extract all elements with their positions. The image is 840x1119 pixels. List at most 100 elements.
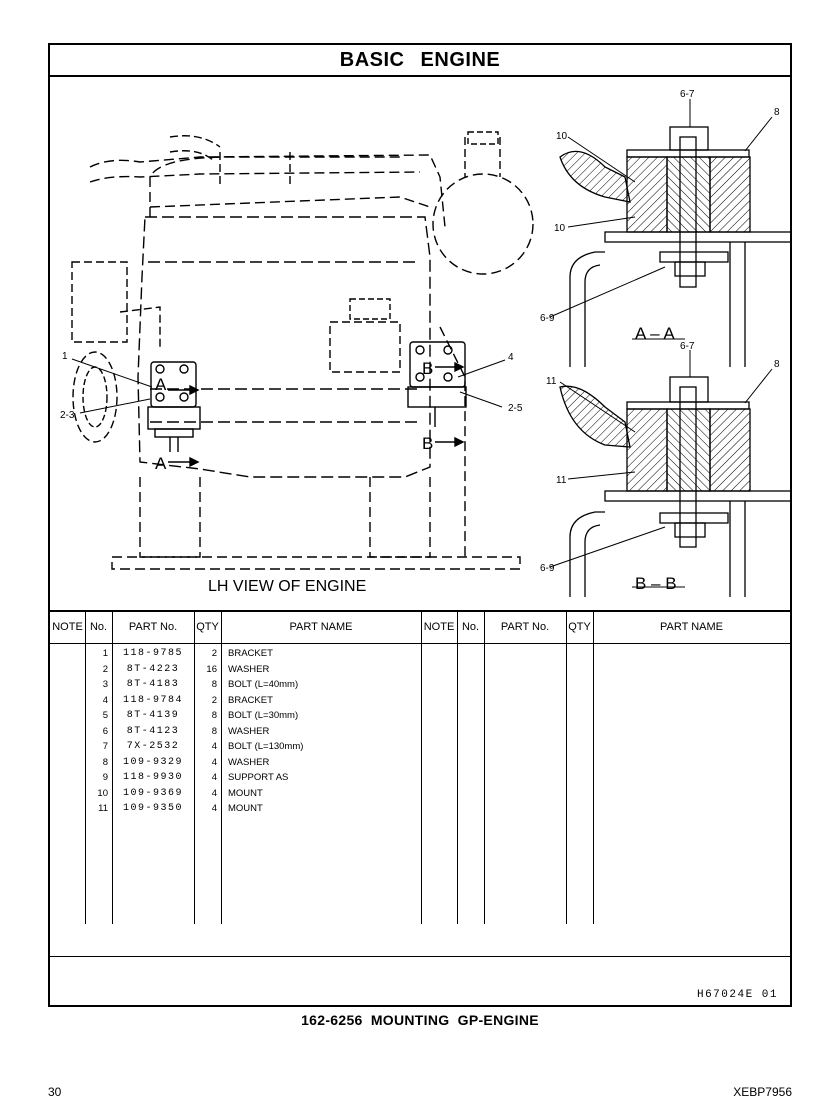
row-part-number: 109-9329 bbox=[122, 756, 183, 768]
table-footer: H67024E 01 bbox=[50, 956, 790, 1007]
document-id: XEBP7956 bbox=[733, 1085, 792, 1099]
view-marker-a-lower: A bbox=[155, 454, 167, 473]
table-row: 8 109-9329 4 WASHER bbox=[50, 755, 790, 771]
callout-aa-8: 8 bbox=[774, 107, 780, 118]
table-row: 2 8T-4223 16 WASHER bbox=[50, 662, 790, 678]
row-quantity: 8 bbox=[211, 679, 217, 690]
row-part-number: 7X-2532 bbox=[126, 741, 180, 752]
table-row: 3 8T-4183 8 BOLT (L=40mm) bbox=[50, 677, 790, 693]
row-part-number: 8T-4183 bbox=[126, 679, 180, 690]
group-caption: 162-6256 MOUNTING GP-ENGINE bbox=[301, 1012, 539, 1028]
row-part-name: WASHER bbox=[228, 725, 270, 737]
column-divider bbox=[593, 612, 594, 924]
row-part-name: BRACKET bbox=[228, 648, 273, 659]
row-part-name: WASHER bbox=[228, 756, 270, 768]
table-header: NOTE No. PART No. QTY PART NAME NOTE No.… bbox=[50, 612, 790, 644]
row-part-name: WASHER bbox=[228, 663, 270, 675]
row-item-number: 9 bbox=[102, 772, 108, 783]
row-part-name: BRACKET bbox=[228, 694, 273, 706]
header-no: No. bbox=[89, 621, 108, 633]
column-divider bbox=[85, 612, 86, 924]
header-no-2: No. bbox=[461, 621, 480, 633]
main-view-label: LH VIEW OF ENGINE bbox=[208, 578, 366, 595]
row-quantity: 8 bbox=[211, 725, 217, 737]
callout-4: 4 bbox=[508, 352, 514, 363]
callout-2-5: 2-5 bbox=[508, 403, 523, 414]
title-bar: BASIC ENGINE bbox=[50, 45, 790, 77]
row-quantity: 4 bbox=[211, 772, 217, 783]
column-divider bbox=[221, 612, 222, 924]
row-item-number: 2 bbox=[102, 663, 108, 675]
row-part-number: 8T-4139 bbox=[126, 710, 180, 721]
row-item-number: 4 bbox=[102, 694, 108, 706]
row-item-number: 5 bbox=[102, 710, 108, 721]
row-item-number: 11 bbox=[98, 803, 108, 814]
column-divider bbox=[194, 612, 195, 924]
row-quantity: 8 bbox=[211, 710, 217, 721]
parts-table: NOTE No. PART No. QTY PART NAME NOTE No.… bbox=[50, 610, 790, 956]
row-part-name: SUPPORT AS bbox=[228, 772, 289, 783]
row-quantity: 2 bbox=[211, 648, 217, 659]
callout-bb-6-7: 6-7 bbox=[680, 341, 695, 352]
column-divider bbox=[457, 612, 458, 924]
column-divider bbox=[566, 612, 567, 924]
row-quantity: 4 bbox=[211, 803, 217, 814]
table-row: 1 118-9785 2 BRACKET bbox=[50, 646, 790, 662]
callout-2-3: 2-3 bbox=[60, 410, 75, 421]
callout-bb-11-lower: 11 bbox=[556, 475, 567, 486]
column-divider bbox=[112, 612, 113, 924]
row-quantity: 2 bbox=[211, 694, 217, 706]
section-bb-label: B – B bbox=[635, 574, 677, 593]
row-part-number: 118-9785 bbox=[122, 648, 183, 659]
row-item-number: 10 bbox=[97, 787, 108, 799]
callout-bb-11-upper: 11 bbox=[546, 376, 557, 387]
header-part-no: PART No. bbox=[128, 621, 178, 633]
header-qty: QTY bbox=[196, 621, 219, 633]
row-part-number: 8T-4223 bbox=[126, 663, 180, 675]
drawing-code: H67024E 01 bbox=[696, 989, 778, 1001]
header-part-name-2: PART NAME bbox=[660, 621, 723, 633]
header-part-no-2: PART No. bbox=[500, 621, 550, 633]
table-row: 4 118-9784 2 BRACKET bbox=[50, 693, 790, 709]
section-aa-label: A – A bbox=[635, 324, 675, 343]
parts-sheet-frame: BASIC ENGINE bbox=[48, 43, 792, 1007]
column-divider bbox=[421, 612, 422, 924]
view-marker-b-lower: B bbox=[422, 434, 433, 453]
row-part-name: BOLT (L=40mm) bbox=[228, 679, 299, 690]
row-part-number: 109-9350 bbox=[122, 803, 183, 814]
table-row: 6 8T-4123 8 WASHER bbox=[50, 724, 790, 740]
sheet-title: BASIC ENGINE bbox=[339, 48, 501, 71]
row-item-number: 7 bbox=[102, 741, 108, 752]
column-divider bbox=[484, 612, 485, 924]
row-item-number: 8 bbox=[102, 756, 108, 768]
row-item-number: 3 bbox=[102, 679, 108, 690]
row-part-number: 118-9784 bbox=[122, 694, 183, 706]
view-marker-b-upper: B bbox=[422, 359, 433, 378]
page-number: 30 bbox=[48, 1085, 62, 1099]
row-part-number: 8T-4123 bbox=[126, 725, 180, 737]
header-qty-2: QTY bbox=[568, 621, 591, 633]
row-quantity: 4 bbox=[211, 787, 217, 799]
row-part-number: 118-9930 bbox=[122, 772, 183, 783]
header-note: NOTE bbox=[52, 621, 83, 633]
callout-bb-6-9: 6-9 bbox=[540, 563, 555, 574]
row-item-number: 6 bbox=[102, 725, 108, 737]
table-row: 5 8T-4139 8 BOLT (L=30mm) bbox=[50, 708, 790, 724]
row-quantity: 16 bbox=[206, 663, 217, 675]
row-part-name: BOLT (L=30mm) bbox=[228, 710, 299, 721]
row-part-number: 109-9369 bbox=[122, 787, 183, 799]
engine-drawing-svg: A A B B 1 2-3 4 2-5 LH VIEW OF ENGINE bbox=[60, 89, 790, 597]
row-item-number: 1 bbox=[102, 648, 108, 659]
header-part-name: PART NAME bbox=[289, 621, 353, 633]
row-quantity: 4 bbox=[211, 756, 217, 768]
table-row: 9 118-9930 4 SUPPORT AS bbox=[50, 770, 790, 786]
row-part-name: BOLT (L=130mm) bbox=[228, 741, 304, 752]
engine-illustration: A A B B 1 2-3 4 2-5 LH VIEW OF ENGINE bbox=[50, 77, 790, 610]
view-marker-a-upper: A bbox=[155, 375, 167, 394]
callout-aa-10-lower: 10 bbox=[554, 223, 566, 234]
header-note-2: NOTE bbox=[423, 621, 455, 633]
callout-aa-10-upper: 10 bbox=[556, 131, 568, 142]
